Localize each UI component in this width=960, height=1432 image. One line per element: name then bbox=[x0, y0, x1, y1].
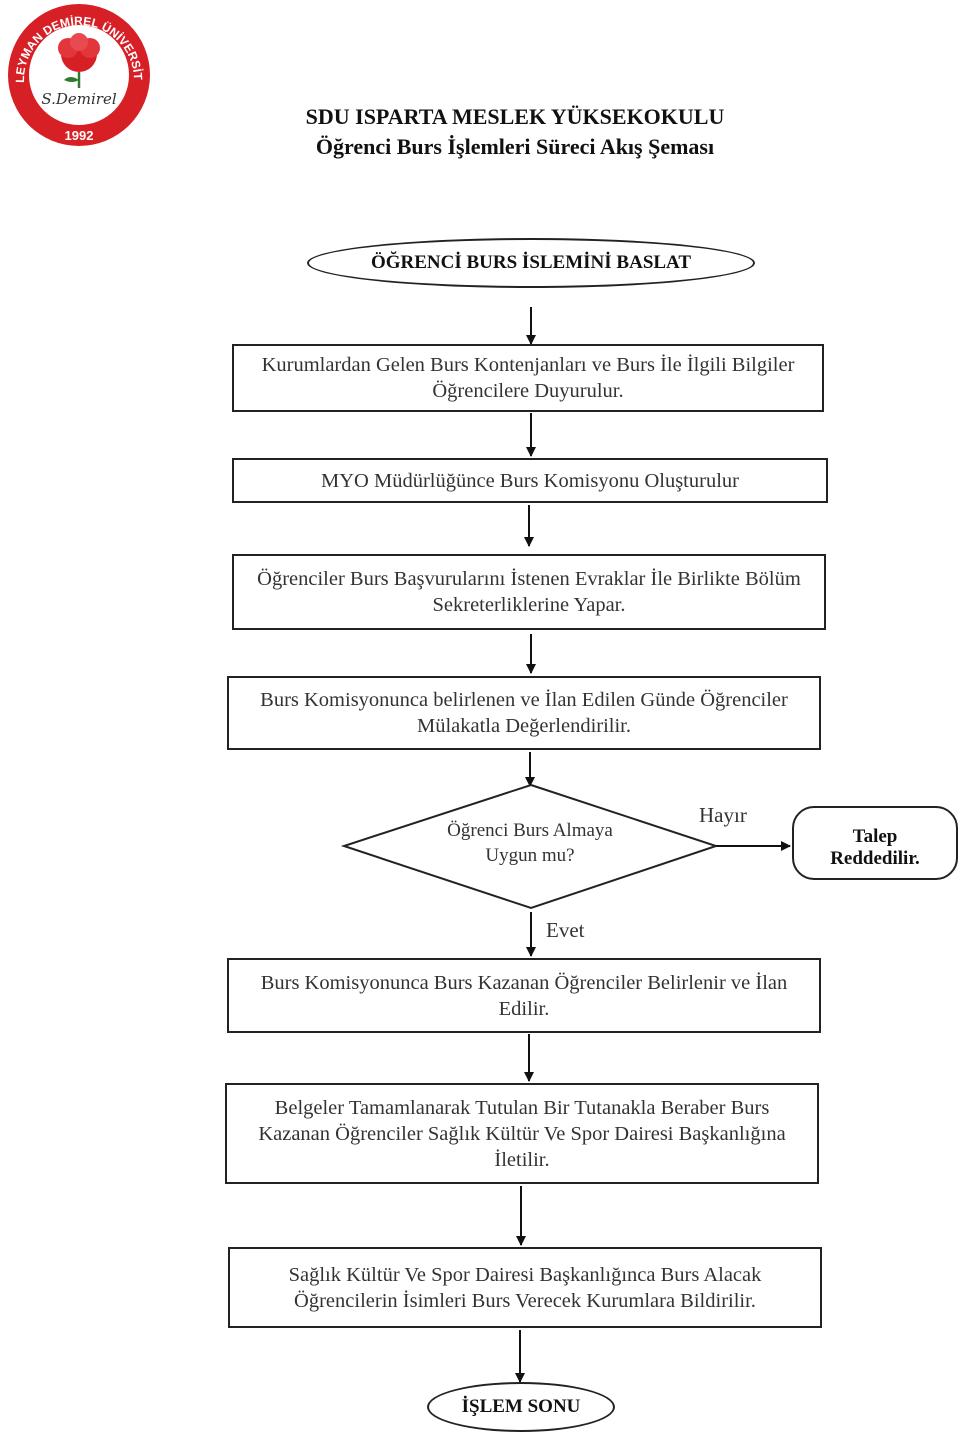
rose-icon bbox=[58, 33, 100, 88]
decision-no-label: Hayır bbox=[699, 803, 747, 827]
end-terminator: İŞLEM SONU bbox=[427, 1382, 615, 1432]
decision-yes-label: Evet bbox=[546, 918, 585, 942]
page-title: SDU ISPARTA MESLEK YÜKSEKOKULU bbox=[305, 104, 725, 129]
logo-signature: S.Demirel bbox=[41, 90, 116, 108]
page-subtitle: Öğrenci Burs İşlemleri Süreci Akış Şemas… bbox=[315, 134, 715, 159]
step-announce-scholarships: Kurumlardan Gelen Burs Kontenjanları ve … bbox=[232, 344, 824, 412]
university-logo: SÜLEYMAN DEMİREL ÜNİVERSİTESİ S.Demirel … bbox=[4, 2, 150, 146]
decision-label: Öğrenci Burs Almaya Uygun mu? bbox=[447, 820, 613, 866]
start-terminator: ÖĞRENCİ BURS İSLEMİNİ BASLAT bbox=[307, 238, 755, 288]
step-notify-institutions: Sağlık Kültür Ve Spor Dairesi Başkanlığı… bbox=[228, 1247, 822, 1328]
step-students-apply: Öğrenciler Burs Başvurularını İstenen Ev… bbox=[232, 554, 826, 630]
decision-diamond bbox=[340, 783, 720, 910]
rejected-terminator: Talep Reddedilir. bbox=[792, 806, 958, 880]
step-interview: Burs Komisyonunca belirlenen ve İlan Edi… bbox=[227, 676, 821, 750]
step-form-committee: MYO Müdürlüğünce Burs Komisyonu Oluşturu… bbox=[232, 458, 828, 503]
logo-year: 1992 bbox=[65, 128, 94, 143]
step-announce-winners: Burs Komisyonunca Burs Kazanan Öğrencile… bbox=[227, 958, 821, 1033]
step-forward-documents: Belgeler Tamamlanarak Tutulan Bir Tutana… bbox=[225, 1083, 819, 1184]
